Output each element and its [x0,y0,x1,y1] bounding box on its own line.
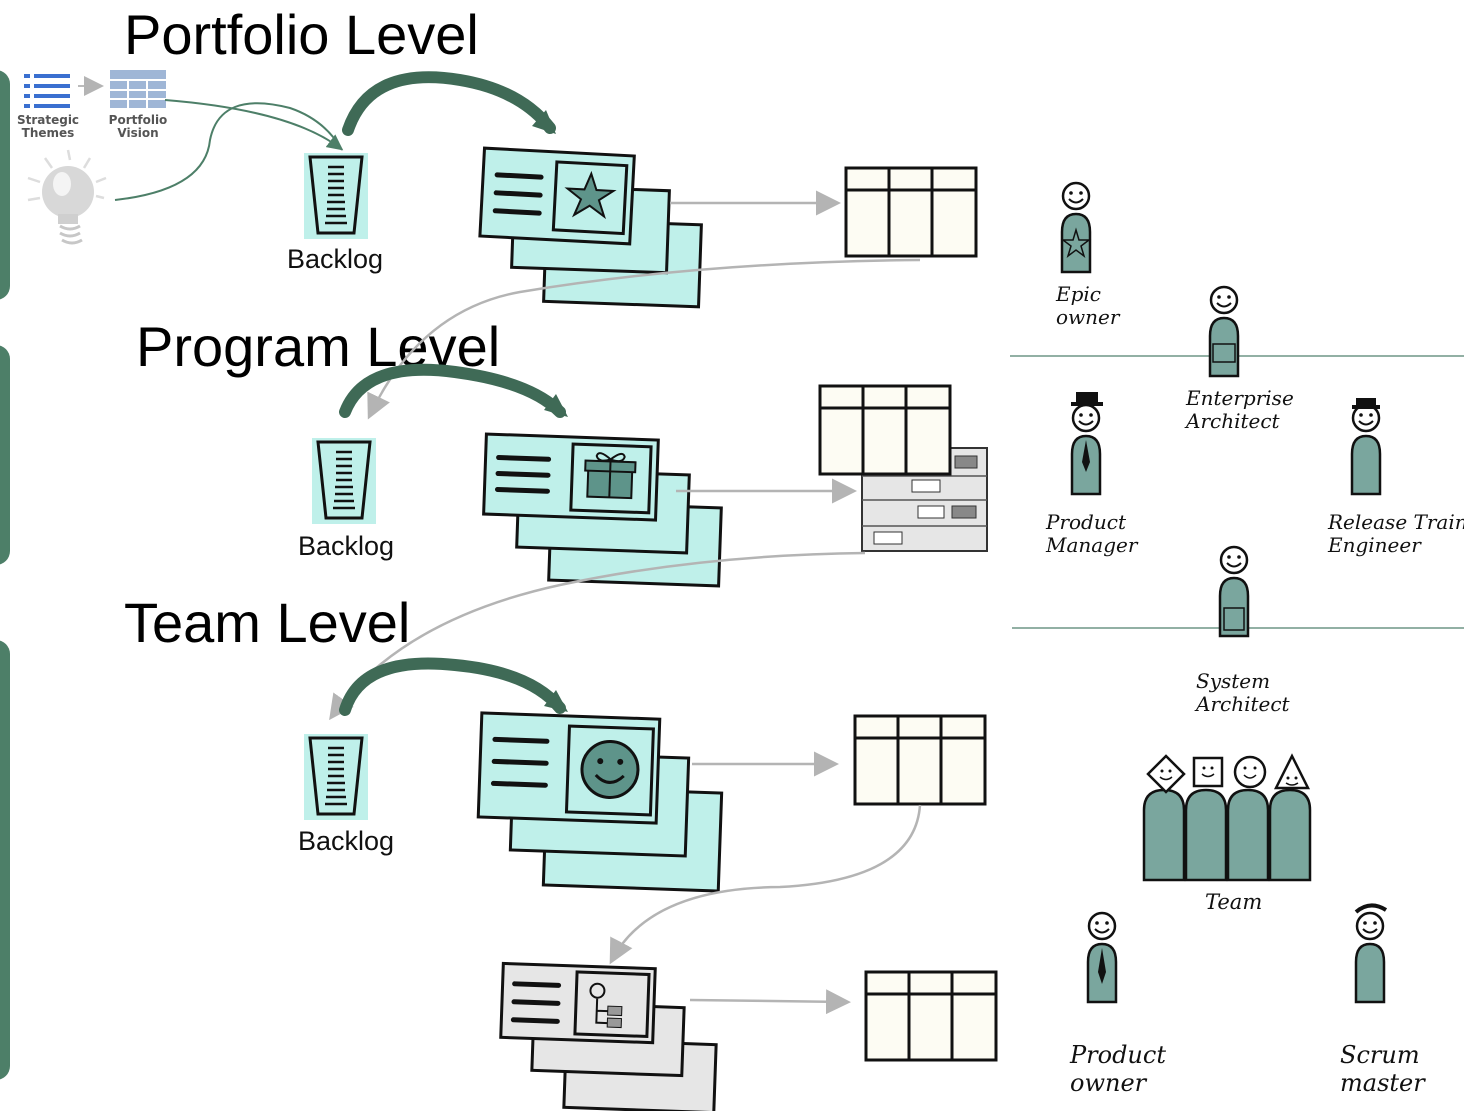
scrum-master-figure [1354,903,1388,1004]
portfolio-backlog-icon [302,151,370,241]
portfolio-level-title: Portfolio Level [124,3,479,66]
strategic-themes-icon [24,74,70,108]
release-train-engineer-figure [1350,398,1382,496]
portfolio-vision-icon [110,70,166,108]
role-product-manager: Product Manager [1046,510,1138,557]
portfolio-vision-label: Portfolio Vision [108,113,168,141]
program-backlog-icon [310,436,378,526]
side-bar-team [0,640,10,1080]
role-team: Team [1205,890,1263,914]
team-figures [1142,753,1312,882]
product-manager-figure [1070,392,1103,496]
task-kanban-board [864,970,998,1062]
strategic-themes-label: Strategic Themes [16,113,80,141]
team-backlog-label: Backlog [298,826,395,856]
role-product-owner: Product owner [1070,1041,1166,1097]
story-cards [476,711,724,893]
role-enterprise-architect: Enterprise Architect [1186,386,1294,433]
side-bar-program [0,345,10,565]
system-architect-figure [1218,545,1250,638]
portfolio-kanban-board [844,166,978,258]
side-bar-portfolio [0,70,10,300]
portfolio-backlog-label: Backlog [287,244,384,274]
program-kanban-board [818,384,988,552]
epic-cards [478,146,703,309]
role-epic-owner: Epic owner [1056,282,1120,329]
enterprise-architect-figure [1208,285,1240,378]
product-owner-figure [1086,911,1118,1004]
role-scrum-master: Scrum master [1340,1041,1425,1097]
team-kanban-board [853,714,987,806]
team-level-title: Team Level [124,591,411,654]
program-backlog-label: Backlog [298,531,395,561]
role-release-train-engineer: Release Train Engineer [1328,510,1464,557]
team-backlog-icon [302,732,370,822]
epic-owner-figure [1060,181,1092,274]
lightbulb-icon [27,149,107,245]
task-cards [499,961,718,1111]
role-system-architect: System Architect [1196,669,1290,716]
